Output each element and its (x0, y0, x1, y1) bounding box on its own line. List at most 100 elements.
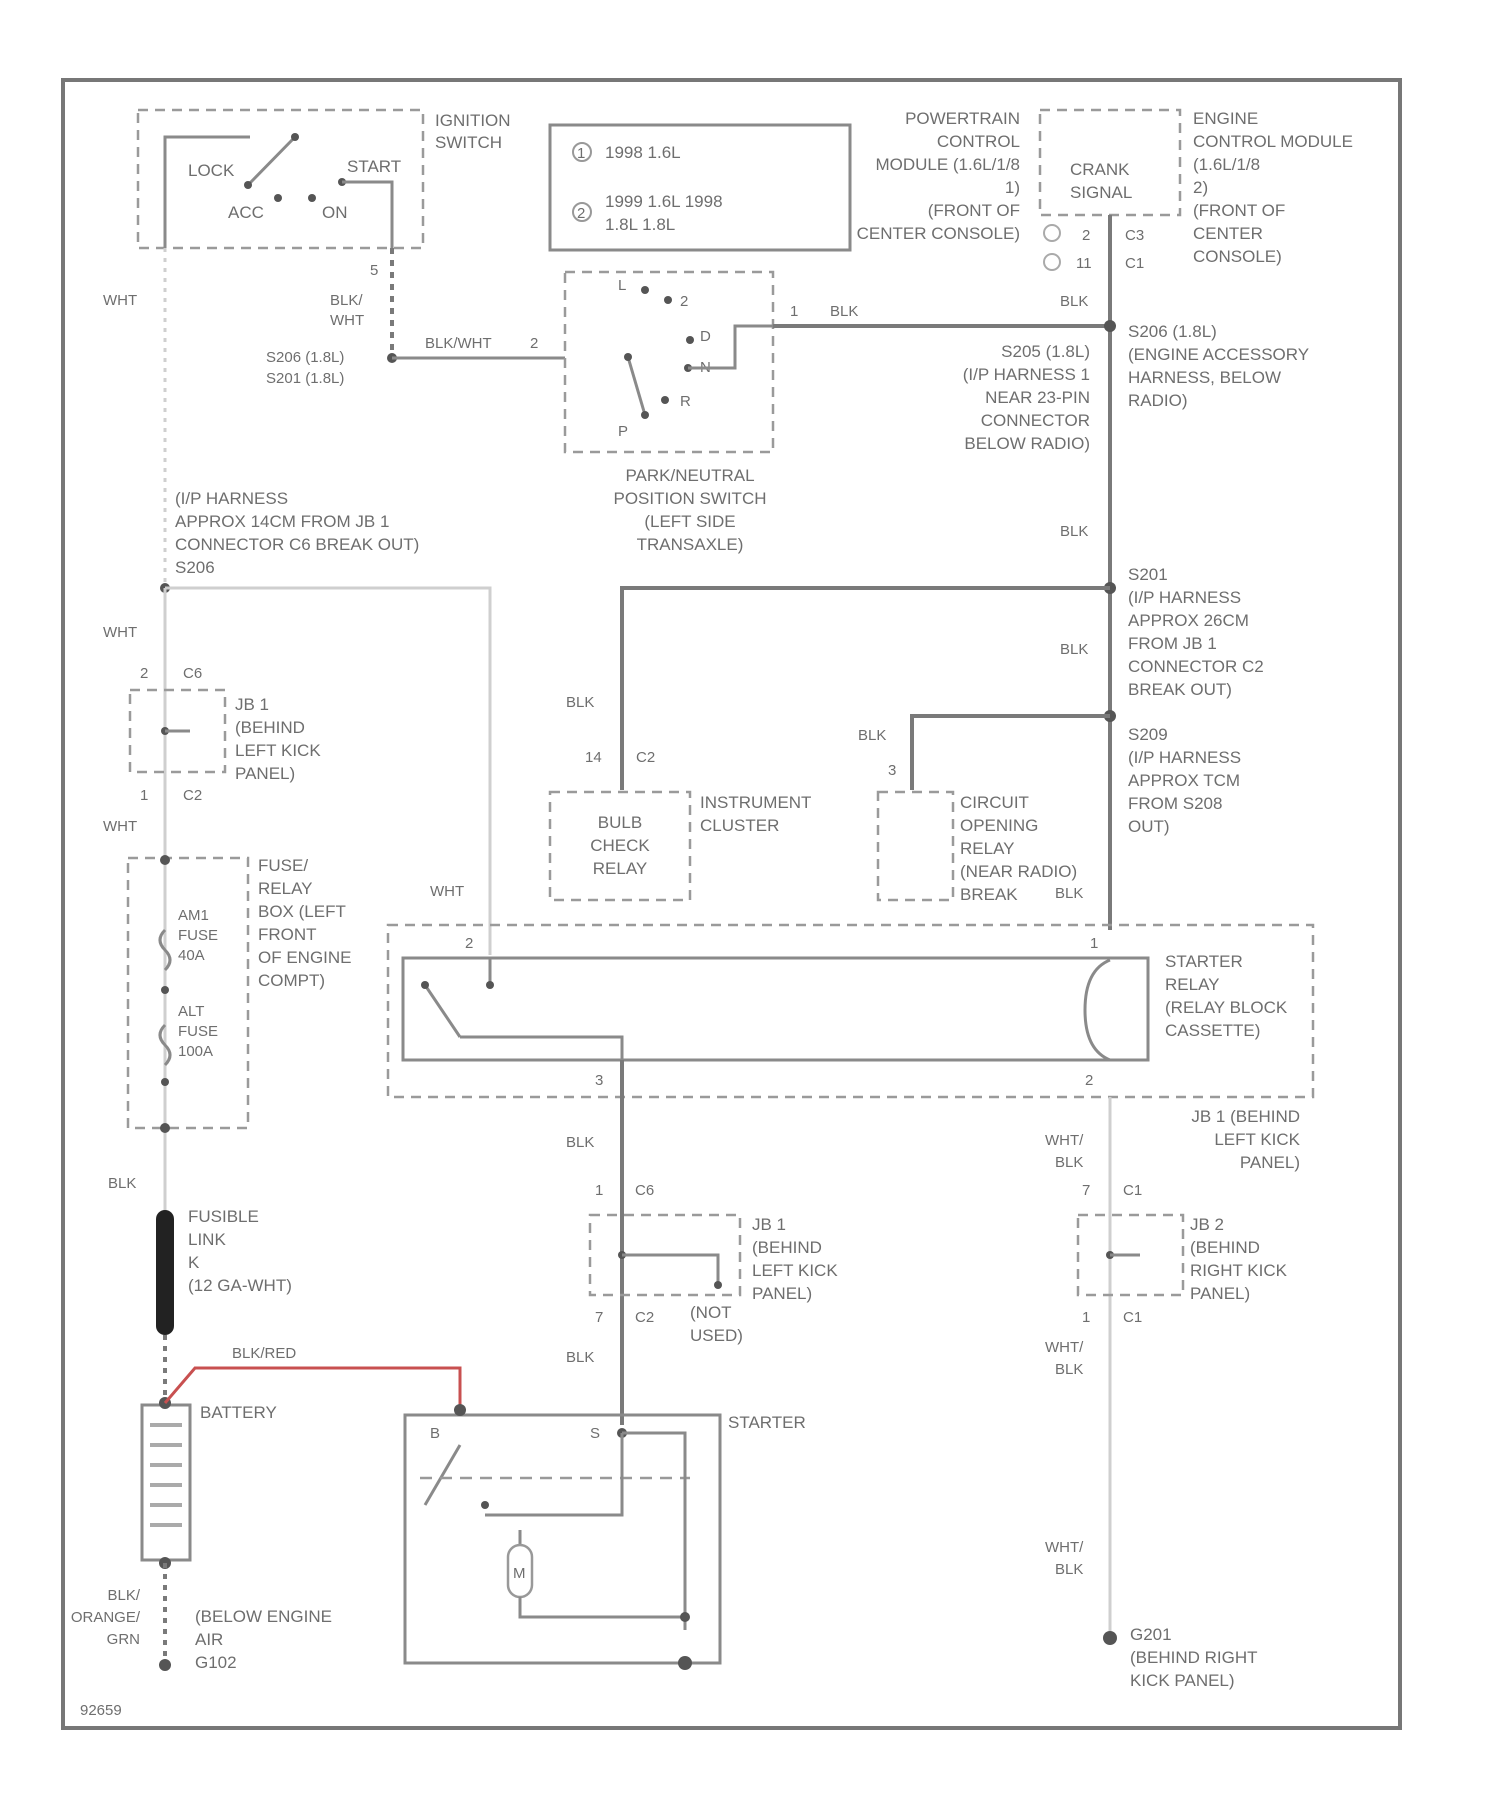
sr-out-wire (460, 1037, 622, 1060)
alt-2: FUSE (178, 1023, 218, 1040)
g201-wire-1: WHT/ (1045, 1539, 1084, 1556)
engine-control-module: CRANK SIGNAL ENGINE CONTROL MODULE (1.6L… (1040, 109, 1353, 272)
ecm-pin-1: 2 (1082, 227, 1090, 244)
s209-5: OUT) (1128, 817, 1170, 836)
fusible-label-2: LINK (188, 1230, 226, 1249)
crank-signal-1: CRANK (1070, 160, 1130, 179)
s205-1: S205 (1.8L) (1001, 342, 1090, 361)
jb1-left-label-3: LEFT KICK (235, 741, 321, 760)
legend-line-1: 1998 1.6L (605, 143, 681, 162)
jb1-mid-label-3: LEFT KICK (752, 1261, 838, 1280)
s205-5: BELOW RADIO) (964, 434, 1090, 453)
ground-label-3: G102 (195, 1653, 237, 1672)
jb2-pin-bot: 1 (1082, 1309, 1090, 1326)
jb1-mid-label-4: PANEL) (752, 1284, 812, 1303)
sr-pin-bl: 3 (595, 1072, 603, 1089)
fuse-box-label-4: FRONT (258, 925, 317, 944)
ignition-wire-out-1: BLK/ (330, 292, 363, 309)
s201-6: BREAK OUT) (1128, 680, 1232, 699)
pn-pos-d: D (700, 328, 711, 345)
jb1-mid-label-2: (BEHIND (752, 1238, 822, 1257)
fuse-box-in-dot (160, 855, 170, 865)
fuse-box-label-5: OF ENGINE (258, 948, 352, 967)
jb1-left-pin-top: 2 (140, 665, 148, 682)
circuit-opening-relay: CIRCUIT OPENING RELAY (NEAR RADIO) BREAK… (878, 792, 1083, 904)
starter-case-ground (678, 1656, 692, 1670)
model-legend: 1 1998 1.6L 2 1999 1.6L 1998 1.8L 1.8L (550, 125, 850, 250)
jb2-conn-bot: C1 (1123, 1309, 1142, 1326)
jb2-label-4: PANEL) (1190, 1284, 1250, 1303)
ground-wire-1: BLK/ (107, 1587, 140, 1604)
jb1-left-conn-top: C6 (183, 665, 202, 682)
jb1-mid-conn-bot: C2 (635, 1309, 654, 1326)
fuse-node (161, 1078, 169, 1086)
fuse-box-label-3: BOX (LEFT (258, 902, 346, 921)
pcm-label-1: POWERTRAIN (905, 109, 1020, 128)
bulb-check-2: CHECK (590, 836, 650, 855)
pcm-label-2: CONTROL (937, 132, 1020, 151)
ignition-contact-arm (248, 137, 295, 185)
jb1-left: 2 C6 1 C2 JB 1 (BEHIND LEFT KICK PANEL) (130, 665, 321, 804)
blk-wire-to-cluster (622, 588, 1110, 790)
bulb-check-3: RELAY (593, 859, 648, 878)
legend-mark-2-text: 2 (577, 205, 585, 222)
pcm-label-4: 1) (1005, 178, 1020, 197)
s209-4: FROM S208 (1128, 794, 1222, 813)
ground-g201-dot (1103, 1631, 1117, 1645)
sr-pin-tr: 1 (1090, 935, 1098, 952)
s209-3: APPROX TCM (1128, 771, 1240, 790)
jb1-mid-label-1: JB 1 (752, 1215, 786, 1234)
ecm-pin-2: 11 (1076, 255, 1092, 272)
starter-solenoid-arm (425, 1445, 460, 1505)
s201-4: FROM JB 1 (1128, 634, 1217, 653)
ground-label-1: (BELOW ENGINE (195, 1607, 332, 1626)
fusible-link-icon (156, 1210, 174, 1335)
pn-pos-l: L (618, 277, 626, 294)
fusible-label-1: FUSIBLE (188, 1207, 259, 1226)
s206-right-2: (ENGINE ACCESSORY (1128, 345, 1309, 364)
pn-switch-arm (628, 357, 645, 415)
splice-s206-dot (1104, 320, 1116, 332)
cluster-label-1: INSTRUMENT (700, 793, 811, 812)
jb1-mid-notused-dot (714, 1281, 722, 1289)
pos-acc-label: ACC (228, 203, 264, 222)
legend-mark-1-text: 1 (577, 145, 585, 162)
sr-coil-icon (1085, 960, 1110, 1060)
s201-2: (I/P HARNESS (1128, 588, 1241, 607)
pn-label-1: PARK/NEUTRAL (625, 466, 754, 485)
s206-right-4: RADIO) (1128, 391, 1188, 410)
jb2-wire-top-1: WHT/ (1045, 1132, 1084, 1149)
not-used-2: USED) (690, 1326, 743, 1345)
pn-contact (641, 286, 649, 294)
ecm-mark-1 (1044, 225, 1060, 241)
pn-wire-in: BLK/WHT (425, 335, 492, 352)
pn-pos-p: P (618, 423, 628, 440)
ecm-conn-2: C1 (1125, 255, 1144, 272)
fusible-link: BLK FUSIBLE LINK K (12 GA-WHT) (108, 1175, 292, 1335)
starter: STARTER B S M (405, 1404, 806, 1670)
starter-motor-ground (520, 1597, 685, 1617)
sr-jb-label-1: JB 1 (BEHIND (1191, 1107, 1300, 1126)
battery-label: BATTERY (200, 1403, 277, 1422)
sr-contact (421, 981, 429, 989)
ignition-start-wire (342, 182, 392, 248)
ecm-label-1: ENGINE (1193, 109, 1258, 128)
starter-relay-box (403, 958, 1148, 1060)
jb2-label-1: JB 2 (1190, 1215, 1224, 1234)
ip-note-2: APPROX 14CM FROM JB 1 (175, 512, 389, 531)
g201-wire-2: BLK (1055, 1561, 1083, 1578)
sr-switch-arm (425, 985, 460, 1037)
s206-right-1: S206 (1.8L) (1128, 322, 1217, 341)
pcm-label: POWERTRAIN CONTROL MODULE (1.6L/1/8 1) (… (857, 109, 1020, 243)
sr-label-2: RELAY (1165, 975, 1220, 994)
pn-contact (686, 336, 694, 344)
pcm-label-3: MODULE (1.6L/1/8 (875, 155, 1020, 174)
ignition-pin: 5 (370, 262, 378, 279)
ip-note-4: S206 (175, 558, 215, 577)
ground-wire-3: GRN (107, 1631, 140, 1648)
sr-label-3: (RELAY BLOCK (1165, 998, 1288, 1017)
cluster-pin: 14 (585, 749, 602, 766)
sr-contact (486, 981, 494, 989)
